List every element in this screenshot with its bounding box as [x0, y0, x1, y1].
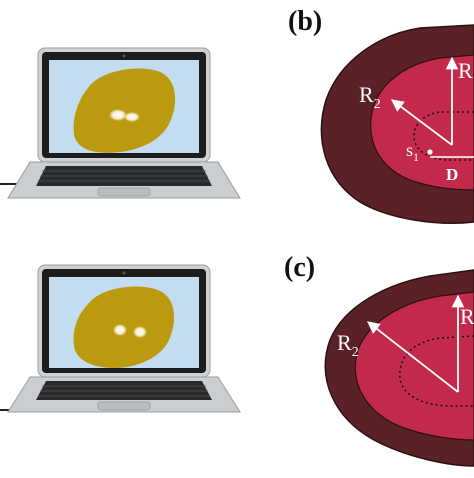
- keyboard-keys: [38, 170, 210, 182]
- label-s1: s1: [406, 140, 419, 164]
- source-point: [427, 149, 433, 155]
- camera-icon: [122, 271, 126, 275]
- laptop-keyboard: [36, 381, 212, 400]
- keyboard-keys: [38, 385, 210, 397]
- panel-c: (c) R2 R: [284, 252, 474, 467]
- glow-spot: [113, 324, 127, 336]
- glow-spot: [133, 326, 147, 338]
- trackpad: [97, 187, 151, 197]
- trackpad: [97, 401, 151, 411]
- glow-spot: [124, 112, 140, 122]
- laptop-bottom: [0, 264, 241, 413]
- label-r2: R2: [359, 82, 381, 112]
- panel-label-c: (c): [284, 252, 315, 283]
- label-d: D: [446, 165, 458, 184]
- label-r1: R: [458, 58, 473, 83]
- label-r1: R: [460, 304, 474, 329]
- radius-r2-arrow: [367, 321, 459, 393]
- dotted-contour: [399, 335, 474, 407]
- camera-icon: [122, 54, 126, 58]
- laptop-top: [0, 47, 241, 199]
- panel-label-b: (b): [288, 6, 322, 37]
- inner-body: [354, 291, 474, 441]
- cell-blob: [73, 68, 176, 153]
- radius-r2-arrow: [390, 99, 453, 146]
- label-r2: R2: [337, 330, 359, 360]
- panel-b: (b) R2 R s1 D: [288, 6, 474, 224]
- glow-spot: [109, 109, 127, 121]
